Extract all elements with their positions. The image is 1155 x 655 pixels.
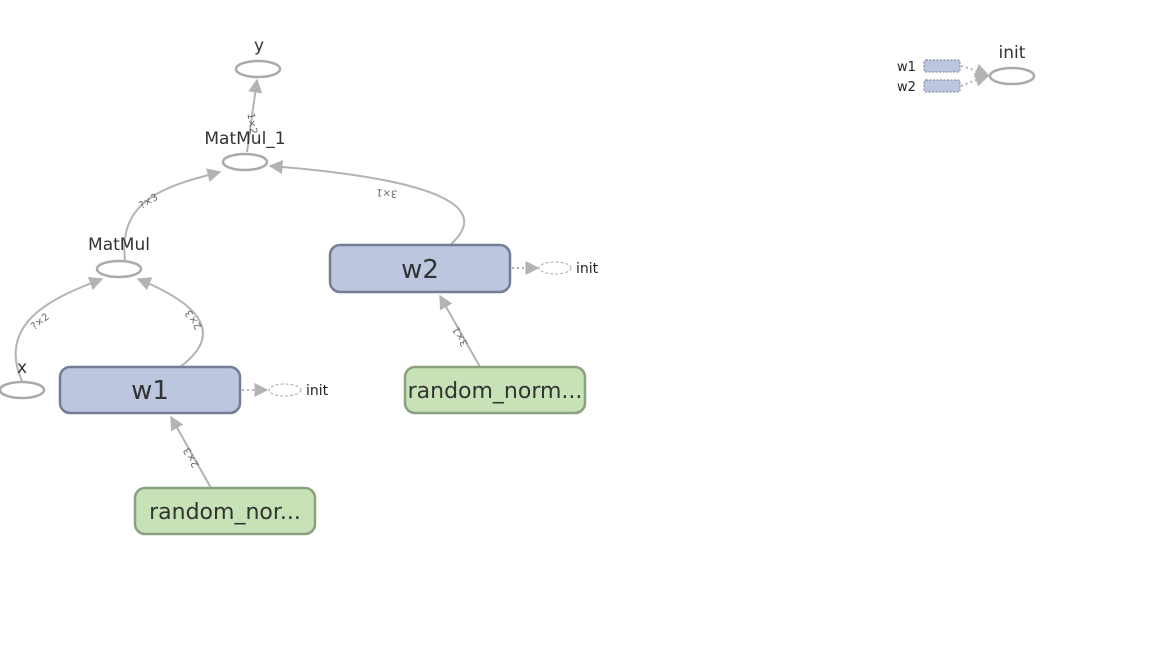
node-w2[interactable] (328, 243, 512, 294)
edge-x-to-matmul (14, 276, 104, 382)
edge-label-random-w2: 3×1 (451, 324, 471, 348)
edge-label-random-w1: 2×3 (182, 445, 202, 469)
edge-w1-to-matmul (136, 277, 204, 368)
node-w1-label: w1 (131, 376, 169, 406)
control-edge-aux-w1 (960, 63, 990, 78)
node-w1[interactable] (58, 365, 242, 415)
node-init-ghost-w1[interactable] (268, 383, 302, 397)
node-random-normal-label: random_nor... (149, 500, 301, 525)
control-edge-aux-w2 (960, 73, 990, 87)
node-x-label: x (17, 358, 27, 378)
node-y[interactable] (234, 59, 282, 79)
node-matmul-1[interactable] (221, 152, 269, 172)
edge-matmul1-to-y (246, 78, 263, 153)
node-matmul[interactable] (95, 259, 143, 279)
edge-w2-to-matmul1 (268, 160, 466, 246)
edge-label-matmul1-y: 1×2 (245, 112, 259, 134)
node-matmul-label: MatMul (88, 235, 150, 255)
node-x[interactable] (0, 380, 46, 400)
node-y-label: y (254, 36, 264, 56)
node-random-normal-1-label: random_norm... (408, 379, 583, 404)
node-random-normal-1[interactable] (403, 365, 587, 415)
edge-label-w2-matmul1: 3×1 (376, 186, 398, 199)
node-init-ghost-w2-label: init (576, 261, 599, 277)
edge-label-w1-matmul: 2×3 (183, 308, 204, 332)
node-random-normal[interactable] (133, 486, 317, 536)
aux-w1-node[interactable] (923, 59, 961, 73)
aux-w2-label: w2 (897, 80, 916, 95)
aux-w1-label: w1 (897, 60, 916, 75)
edge-matmul-to-matmul1 (123, 168, 222, 261)
edge-random-to-w1 (170, 415, 212, 489)
node-matmul-1-label: MatMul_1 (204, 129, 285, 149)
aux-init-label: init (999, 43, 1026, 63)
aux-w2-node[interactable] (923, 79, 961, 93)
edge-random-to-w2 (439, 294, 481, 368)
node-init-ghost-w2[interactable] (538, 261, 572, 275)
aux-init-node[interactable] (988, 66, 1036, 86)
node-w2-label: w2 (401, 255, 439, 285)
edge-label-x-matmul: ?×2 (29, 312, 52, 333)
node-init-ghost-w1-label: init (306, 383, 329, 399)
